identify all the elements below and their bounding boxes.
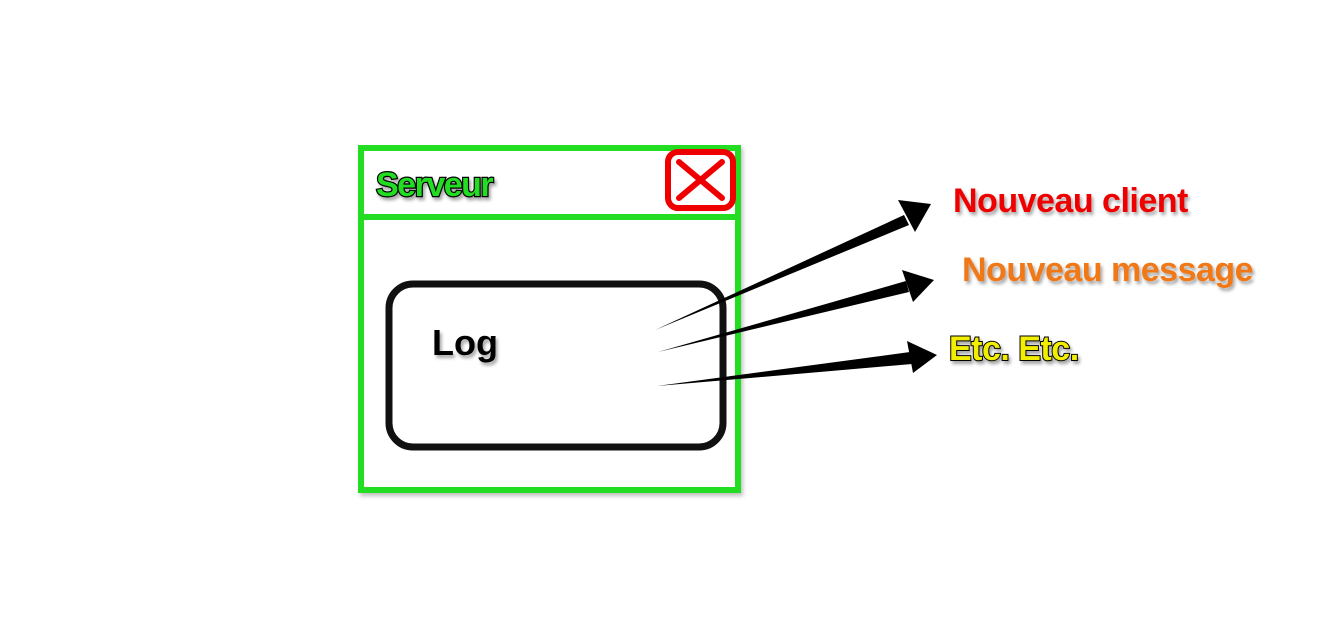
arrow-to-nouveau-message	[658, 281, 909, 352]
log-panel-frame	[385, 280, 727, 451]
arrow-to-nouveau-client	[655, 215, 909, 330]
server-window: Serveur Log	[358, 145, 741, 493]
close-cross-line	[676, 159, 725, 201]
log-label: Log	[432, 322, 498, 363]
event-label-nouveau-message: Nouveau message	[962, 251, 1253, 289]
arrowhead	[898, 200, 931, 232]
arrow-to-etc	[657, 352, 912, 386]
event-label-nouveau-client: Nouveau client	[953, 182, 1188, 220]
log-panel: Log	[385, 280, 727, 451]
event-labels: Nouveau client Nouveau message Etc. Etc.	[948, 182, 1254, 369]
arrowhead	[902, 270, 934, 302]
window-title: Serveur	[376, 166, 493, 204]
event-arrows	[655, 200, 937, 386]
close-icon[interactable]	[665, 149, 736, 211]
arrowhead	[907, 341, 937, 373]
event-label-etc: Etc. Etc.	[949, 330, 1079, 368]
